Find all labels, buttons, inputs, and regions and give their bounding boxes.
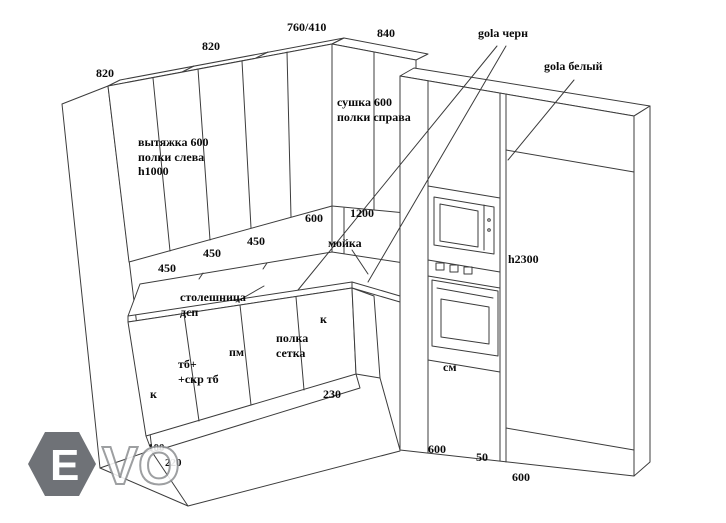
left-side-panel bbox=[61, 85, 153, 469]
label-gola-white: gola белый bbox=[544, 59, 603, 73]
label-dim-50: 50 bbox=[476, 450, 488, 464]
label-dim-1200: 1200 bbox=[350, 206, 374, 220]
label-dim-600-corner: 600 bbox=[305, 211, 323, 225]
upper-cabinets-left-run bbox=[107, 37, 345, 263]
label-pm: пм bbox=[229, 345, 245, 359]
label-stoleshnitsa: столешница дсп bbox=[180, 290, 246, 319]
label-vytyazhka: вытяжка 600 полки слева h1000 bbox=[138, 135, 209, 179]
label-k-lower: к bbox=[150, 387, 157, 401]
label-dim-100: 100 bbox=[148, 442, 165, 454]
label-dim-450-3: 450 bbox=[158, 261, 176, 275]
label-k-upper: к bbox=[320, 312, 327, 326]
leader-lines bbox=[297, 45, 575, 291]
label-dim-220: 220 bbox=[165, 457, 182, 469]
oven bbox=[427, 279, 501, 373]
watermark-logo-art: E VO bbox=[28, 432, 181, 497]
label-dim-600-bottom-right: 600 bbox=[512, 470, 530, 484]
label-tb: тб+ +скр тб bbox=[178, 357, 219, 386]
label-dim-840: 840 bbox=[377, 26, 395, 40]
label-polka-setka: полка сетка bbox=[276, 331, 309, 360]
base-cabinets bbox=[127, 287, 381, 453]
watermark-logo: E VO bbox=[26, 420, 196, 517]
label-dim-820-left: 820 bbox=[96, 66, 114, 80]
label-dim-450-2: 450 bbox=[203, 246, 221, 260]
tall-cabinet-block bbox=[399, 67, 651, 477]
label-moyka: мойка bbox=[328, 236, 362, 250]
floor-lines bbox=[99, 377, 401, 507]
label-dim-450-1: 450 bbox=[247, 234, 265, 248]
label-sushka: сушка 600 полки справа bbox=[337, 95, 411, 124]
label-dim-820-top: 820 bbox=[202, 39, 220, 53]
label-dim-760-410: 760/410 bbox=[287, 20, 327, 34]
label-dim-230: 230 bbox=[323, 387, 341, 401]
watermark-hexagon bbox=[28, 432, 96, 496]
label-sm: см bbox=[443, 360, 457, 374]
microwave bbox=[427, 185, 501, 255]
label-dim-600-bottom-left: 600 bbox=[428, 442, 446, 456]
watermark-hex-letter: E bbox=[50, 441, 79, 490]
label-gola-black: gola черн bbox=[478, 26, 529, 40]
label-h2300: h2300 bbox=[508, 252, 539, 266]
watermark-text: VO bbox=[102, 436, 180, 496]
control-panel bbox=[427, 259, 501, 289]
